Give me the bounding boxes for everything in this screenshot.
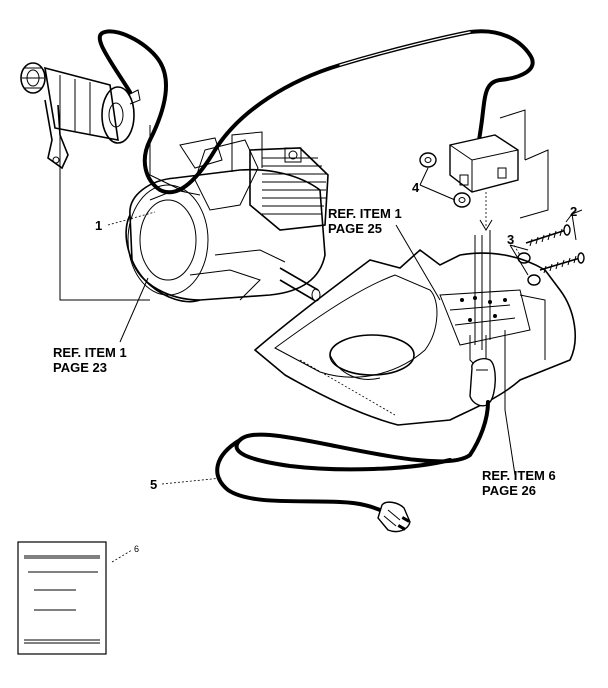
callout-item-2: 2 — [570, 204, 577, 219]
starter-cable — [97, 29, 535, 195]
engine-assembly — [125, 131, 329, 303]
electric-starter-motor — [20, 62, 186, 301]
starter-switch-box — [449, 109, 549, 231]
extension-cord — [215, 358, 496, 533]
callout-item-4: 4 — [412, 180, 420, 195]
screws-and-washers — [509, 209, 585, 286]
housing-reference-line1: REF. ITEM 6 — [482, 468, 556, 483]
center-reference-line1: REF. ITEM 1 — [328, 206, 402, 221]
callout-item-1: 1 — [95, 218, 102, 233]
callout-item-5: 5 — [150, 477, 157, 492]
housing-reference-line2: PAGE 26 — [482, 483, 536, 498]
callout-item-3: 3 — [507, 232, 514, 247]
nuts — [419, 152, 471, 208]
engine-reference-line1: REF. ITEM 1 — [53, 345, 127, 360]
blower-housing — [253, 230, 576, 476]
callout-item-6: 6 — [134, 544, 139, 554]
center-reference-line2: PAGE 25 — [328, 221, 382, 236]
leader-lines — [107, 211, 521, 563]
operators-manual — [17, 541, 107, 655]
engine-reference-line2: PAGE 23 — [53, 360, 107, 375]
